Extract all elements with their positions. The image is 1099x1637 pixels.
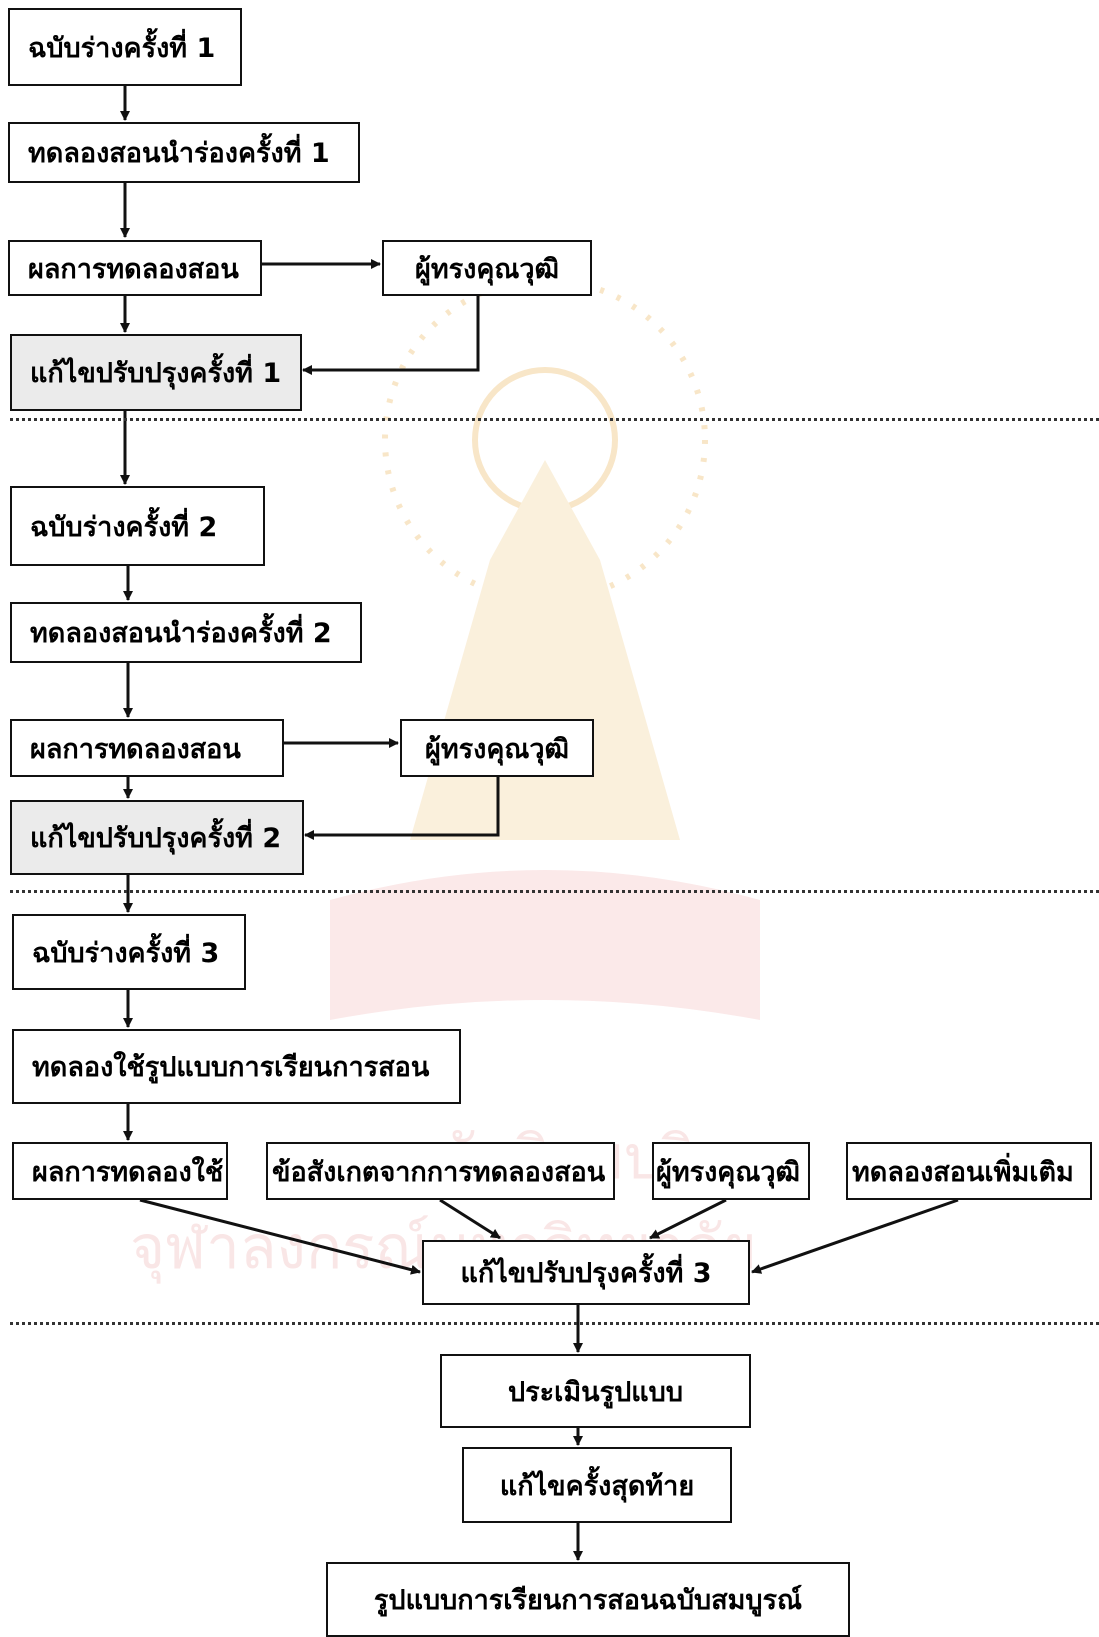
node-revise2: แก้ไขปรับปรุงครั้งที่ 2 — [10, 800, 304, 875]
node-pilot2: ทดลองสอนนำร่องครั้งที่ 2 — [10, 602, 362, 663]
node-expert2: ผู้ทรงคุณวุฒิ — [400, 719, 594, 777]
arrow-expert1-revise1 — [302, 296, 480, 375]
node-result1: ผลการทดลองสอน — [8, 240, 262, 296]
arrow-observation-revise3 — [439, 1198, 501, 1240]
node-observation: ข้อสังเกตจากการทดลองสอน — [266, 1142, 615, 1200]
phase-separator-2 — [10, 890, 1099, 893]
node-final-edit: แก้ไขครั้งสุดท้าย — [462, 1447, 732, 1523]
node-expert1: ผู้ทรงคุณวุฒิ — [382, 240, 592, 296]
node-evaluate: ประเมินรูปแบบ — [440, 1354, 751, 1428]
arrow-extra-revise3 — [751, 1198, 959, 1274]
arrow-expert2-revise2 — [304, 777, 500, 840]
node-revise1: แก้ไขปรับปรุงครั้งที่ 1 — [10, 334, 302, 411]
node-extra-teaching: ทดลองสอนเพิ่มเติม — [846, 1142, 1092, 1200]
node-complete-model: รูปแบบการเรียนการสอนฉบับสมบูรณ์ — [326, 1562, 850, 1637]
node-draft2: ฉบับร่างครั้งที่ 2 — [10, 486, 265, 566]
node-expert3: ผู้ทรงคุณวุฒิ — [652, 1142, 810, 1200]
node-draft1: ฉบับร่างครั้งที่ 1 — [8, 8, 242, 86]
phase-separator-3 — [10, 1322, 1099, 1325]
node-revise3: แก้ไขปรับปรุงครั้งที่ 3 — [422, 1240, 750, 1305]
node-tryout-result: ผลการทดลองใช้ — [12, 1142, 228, 1200]
arrow-expert3-revise3 — [649, 1198, 727, 1240]
node-draft3: ฉบับร่างครั้งที่ 3 — [12, 914, 246, 990]
arrow-tryoutresult-revise3 — [139, 1198, 421, 1275]
node-result2: ผลการทดลองสอน — [10, 719, 284, 777]
node-pilot1: ทดลองสอนนำร่องครั้งที่ 1 — [8, 122, 360, 183]
phase-separator-1 — [10, 418, 1099, 421]
node-tryout: ทดลองใช้รูปแบบการเรียนการสอน — [12, 1029, 461, 1104]
